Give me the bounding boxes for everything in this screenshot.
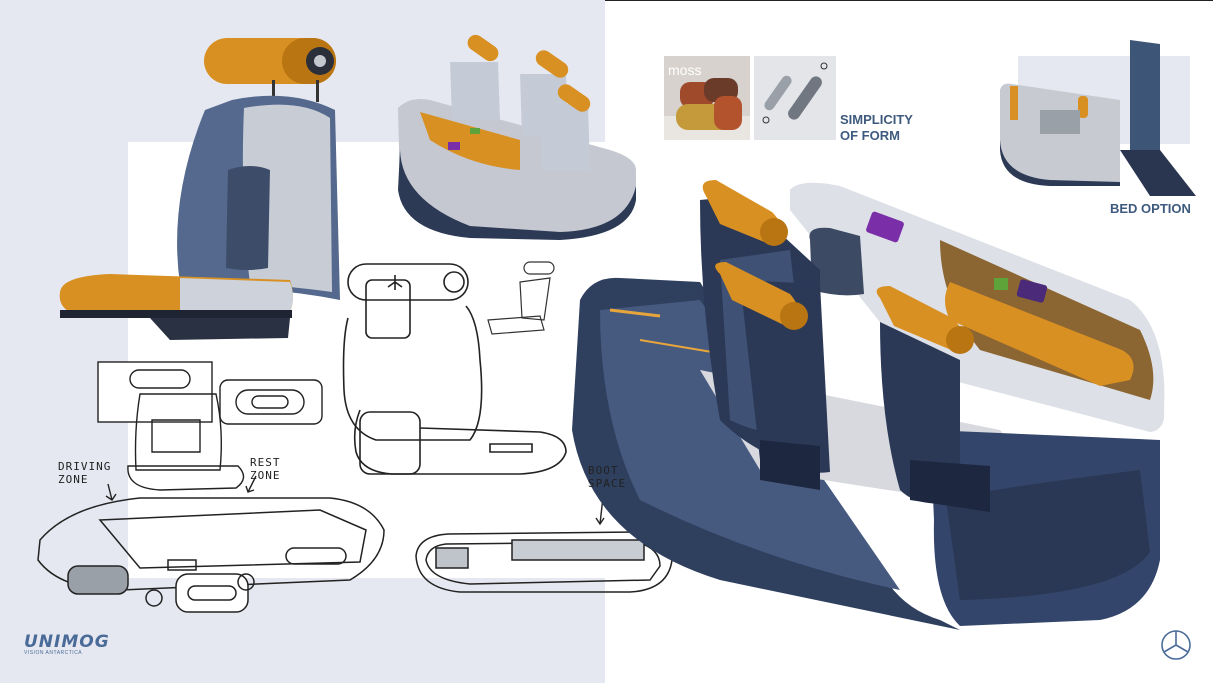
moss-image-text: moss: [668, 62, 702, 78]
logo-subtitle: VISION ANTARCTICA: [24, 650, 83, 656]
top-border-line: [605, 0, 1213, 1]
interior-render-small: [398, 34, 636, 240]
seat-sketch-small: [487, 261, 555, 335]
seat-sketch-large: [342, 263, 567, 475]
unimog-logo: UNIMOG VISION ANTARCTICA: [24, 632, 110, 656]
boot-space-sketch: [415, 531, 673, 593]
seat-render: [59, 38, 340, 340]
seat-top-sketch: [219, 379, 323, 425]
driving-zone-note: DRIVING ZONE: [58, 460, 112, 486]
interior-render-large: [572, 180, 1165, 630]
logo-text: UNIMOG: [24, 632, 110, 652]
rest-zone-note: REST ZONE: [250, 456, 281, 482]
boot-space-note: BOOT SPACE: [588, 464, 627, 490]
seat-sketch-medium: [97, 361, 245, 491]
roller-mood-image: [754, 56, 836, 140]
moss-mood-image: [664, 56, 750, 140]
simplicity-of-form-label: SIMPLICITY OF FORM: [840, 112, 913, 143]
mercedes-star-icon: [1161, 630, 1191, 660]
bed-option-label: BED OPTION: [1110, 201, 1191, 216]
interior-plan-sketch: [37, 497, 385, 613]
bed-option-render: [1000, 40, 1196, 196]
